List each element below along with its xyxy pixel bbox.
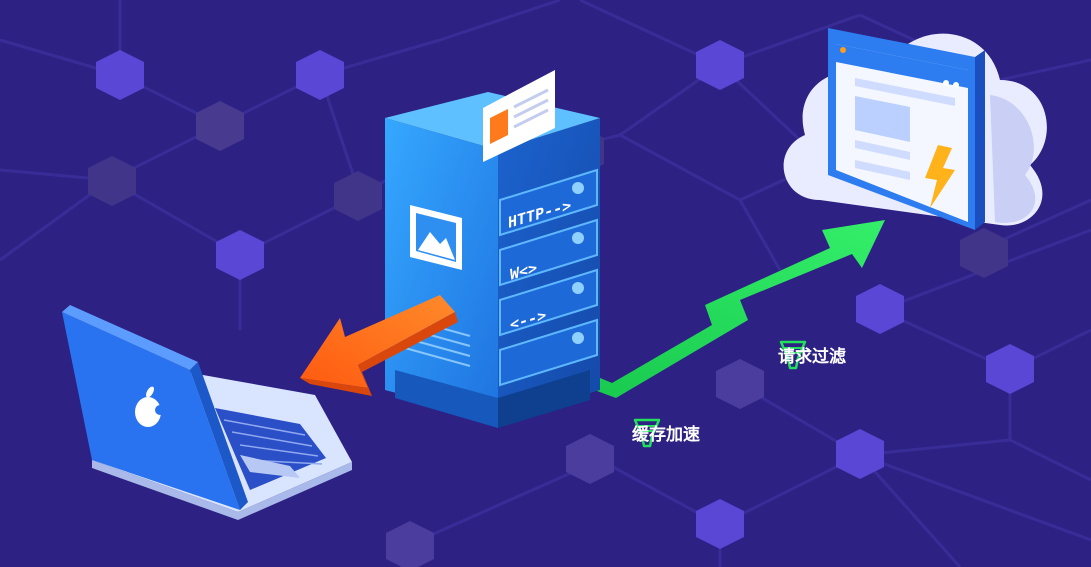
feature-label: 请求过滤 <box>778 346 846 367</box>
node <box>696 499 744 549</box>
browser-window-side <box>975 50 985 230</box>
node <box>88 156 136 206</box>
node <box>960 228 1008 278</box>
apple-logo-icon <box>135 386 165 427</box>
rack-units <box>499 168 598 387</box>
node <box>196 101 244 151</box>
orange-arrow <box>300 295 458 396</box>
node <box>696 40 744 90</box>
server-base <box>395 370 498 428</box>
feature-label: 缓存加速 <box>632 424 700 445</box>
feature-request-filter: 请求过滤 <box>778 336 846 372</box>
node <box>386 521 434 567</box>
image-icon <box>410 205 462 270</box>
network-nodes <box>88 40 1034 567</box>
node <box>96 50 144 100</box>
document-card <box>483 70 555 162</box>
filter-icon <box>779 340 807 370</box>
feature-cache-acceleration: 缓存加速 <box>632 414 700 450</box>
node <box>986 344 1034 394</box>
filter-icon <box>633 418 661 448</box>
server-tower: HTTP--> W<> <--> <box>385 70 600 428</box>
node <box>296 50 344 100</box>
node <box>856 284 904 334</box>
node <box>334 171 382 221</box>
node <box>566 434 614 484</box>
node <box>836 429 884 479</box>
lightning-icon <box>925 145 955 208</box>
node <box>716 359 764 409</box>
node <box>216 230 264 280</box>
cloud-server <box>783 28 1047 230</box>
laptop <box>62 305 352 520</box>
